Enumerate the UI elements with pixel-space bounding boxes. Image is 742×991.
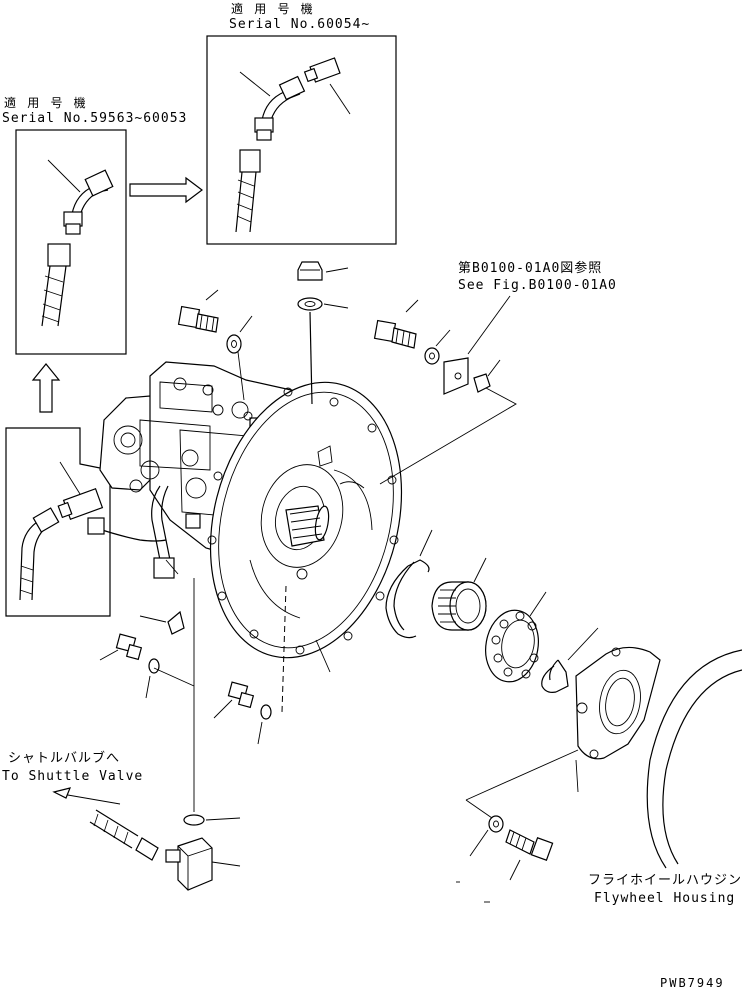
bolt-washer-right bbox=[373, 295, 517, 485]
applicability-label-old: 適 用 号 機 bbox=[4, 96, 88, 110]
see-figure-label-jp: 第B0100-01A0図参照 bbox=[458, 261, 603, 276]
coupling-spline bbox=[431, 557, 487, 631]
serial-range-old: Serial No.59563~60053 bbox=[2, 111, 188, 126]
plug-and-washer-top bbox=[297, 261, 349, 405]
flywheel-housing-outline bbox=[646, 649, 742, 869]
flywheel-housing-label-jp: フライホイールハウジング bbox=[588, 873, 742, 888]
applicability-label-new: 適 用 号 機 bbox=[231, 2, 315, 16]
shuttle-valve-label-jp: シャトルバルブへ bbox=[8, 751, 121, 766]
bolt-washer-left bbox=[177, 289, 253, 401]
see-figure-label-en: See Fig.B0100-01A0 bbox=[458, 278, 617, 293]
snap-ring-small bbox=[541, 627, 599, 693]
bearing bbox=[485, 591, 547, 683]
detail-box-old-serial bbox=[15, 129, 127, 355]
arrow-right bbox=[129, 176, 203, 204]
shuttle-valve-fitting bbox=[52, 787, 241, 891]
drawing-code: PWB7949 bbox=[660, 976, 725, 990]
leader-lines bbox=[165, 559, 331, 812]
plug-left-2 bbox=[99, 633, 195, 699]
flywheel-housing-label-en: Flywheel Housing bbox=[594, 891, 736, 906]
shuttle-valve-label-en: To Shuttle Valve bbox=[2, 769, 144, 784]
plug-left-1 bbox=[139, 610, 185, 635]
housing-cover bbox=[465, 646, 661, 801]
plug-left-3 bbox=[213, 681, 272, 745]
detail-box-new-serial bbox=[206, 35, 397, 245]
arrow-up bbox=[31, 363, 61, 413]
serial-range-new: Serial No.60054~ bbox=[229, 17, 371, 32]
snap-ring-large bbox=[385, 529, 433, 639]
bolt-washer-bottom bbox=[456, 799, 554, 903]
hydraulic-pump bbox=[99, 361, 403, 659]
detail-box-lower-left bbox=[5, 427, 167, 617]
